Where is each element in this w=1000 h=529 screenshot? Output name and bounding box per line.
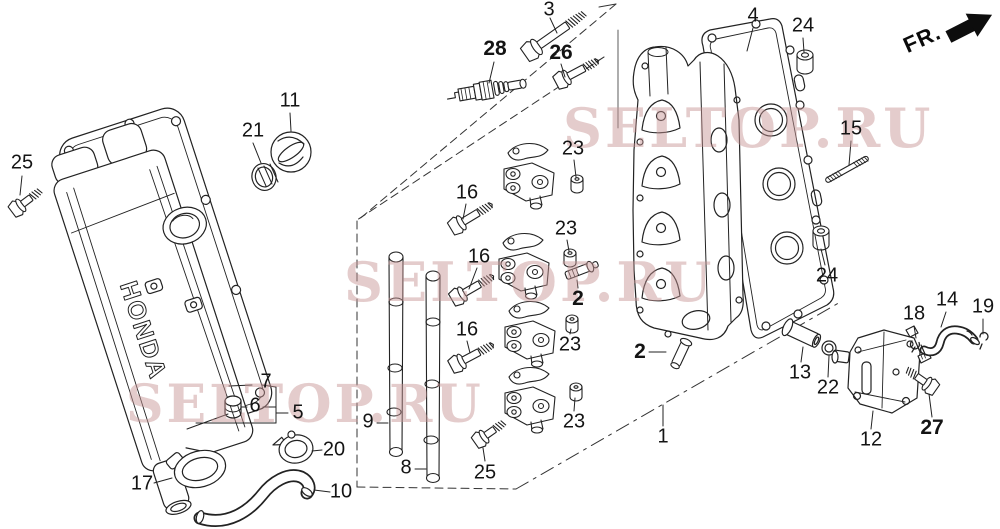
part-2-pivot xyxy=(564,260,599,280)
part-25-bolt-top-left xyxy=(6,183,47,220)
fr-direction-arrow xyxy=(945,13,993,43)
part-14-fuel-hose xyxy=(919,325,980,357)
part-label-25: 25 xyxy=(473,461,497,484)
part-9-push-rod xyxy=(386,251,404,458)
part-15-stud xyxy=(825,155,869,183)
part-21-o-ring xyxy=(251,162,277,192)
part-label-12: 12 xyxy=(859,428,883,451)
part-label-22: 22 xyxy=(816,376,840,399)
part-label-20: 20 xyxy=(322,438,346,461)
part-label-24: 24 xyxy=(815,264,839,287)
part-label-27: 27 xyxy=(920,416,944,439)
part-label-8: 8 xyxy=(400,456,412,479)
part-label-10: 10 xyxy=(329,480,353,503)
part-1-cylinder-head xyxy=(632,45,744,341)
part-label-4: 4 xyxy=(747,4,759,27)
part-label-13: 13 xyxy=(788,361,812,384)
part-23-cap xyxy=(563,248,577,268)
part-5-valve-cover: HONDA xyxy=(51,122,254,515)
oil-filler-neck xyxy=(162,206,207,245)
part-16-bolt xyxy=(446,335,499,376)
part-23-cap xyxy=(565,314,579,334)
part-label-2: 2 xyxy=(634,340,646,363)
part-label-28: 28 xyxy=(483,37,507,60)
part-6-grommet xyxy=(224,395,242,419)
part-label-15: 15 xyxy=(839,117,863,140)
part-2-pivot xyxy=(670,337,693,370)
part-label-2: 2 xyxy=(572,287,584,310)
rocker-assembly xyxy=(503,142,555,210)
part-label-7: 7 xyxy=(260,370,272,393)
part-label-21: 21 xyxy=(241,119,265,142)
part-label-19: 19 xyxy=(971,295,995,318)
part-label-23: 23 xyxy=(561,137,585,160)
part-16-bolt xyxy=(446,267,499,309)
part-11-oil-filler-cap xyxy=(257,131,312,187)
part-label-14: 14 xyxy=(935,288,959,311)
rocker-assembly xyxy=(504,366,556,434)
part-label-9: 9 xyxy=(362,410,374,433)
part-label-23: 23 xyxy=(558,333,582,356)
part-10-breather-hose xyxy=(193,469,316,527)
construction-lines xyxy=(356,3,843,490)
part-23-cap xyxy=(570,174,584,194)
part-24-collar xyxy=(796,49,814,75)
part-label-11: 11 xyxy=(279,89,301,112)
part-label-6: 6 xyxy=(249,394,261,417)
part-8-push-rod xyxy=(423,270,441,484)
part-label-16: 16 xyxy=(455,181,479,204)
part-19-clip xyxy=(979,331,989,350)
rocker-assembly xyxy=(504,300,556,368)
rocker-assembly xyxy=(498,232,550,300)
part-label-25: 25 xyxy=(10,151,34,174)
part-label-3: 3 xyxy=(543,0,555,21)
part-label-16: 16 xyxy=(467,245,491,268)
part-label-24: 24 xyxy=(791,14,815,37)
part-23-cap xyxy=(569,382,583,402)
part-13-tube xyxy=(781,318,822,348)
part-20-hose-clamp xyxy=(272,430,314,464)
leader-lines xyxy=(19,17,984,493)
part-label-17: 17 xyxy=(130,472,154,495)
part-25-bolt-bottom xyxy=(469,415,510,451)
part-28-spark-plug xyxy=(446,78,527,102)
part-label-26: 26 xyxy=(549,41,573,64)
part-label-23: 23 xyxy=(562,410,586,433)
part-label-23: 23 xyxy=(554,217,578,240)
part-12-fuel-pump xyxy=(831,325,932,414)
part-17-tube-clamp xyxy=(165,447,227,489)
part-label-5: 5 xyxy=(292,401,304,424)
part-22-o-ring xyxy=(821,340,837,356)
part-label-18: 18 xyxy=(902,302,926,325)
part-label-1: 1 xyxy=(657,425,669,448)
part-label-16: 16 xyxy=(455,318,479,341)
part-18-clip xyxy=(909,340,921,353)
